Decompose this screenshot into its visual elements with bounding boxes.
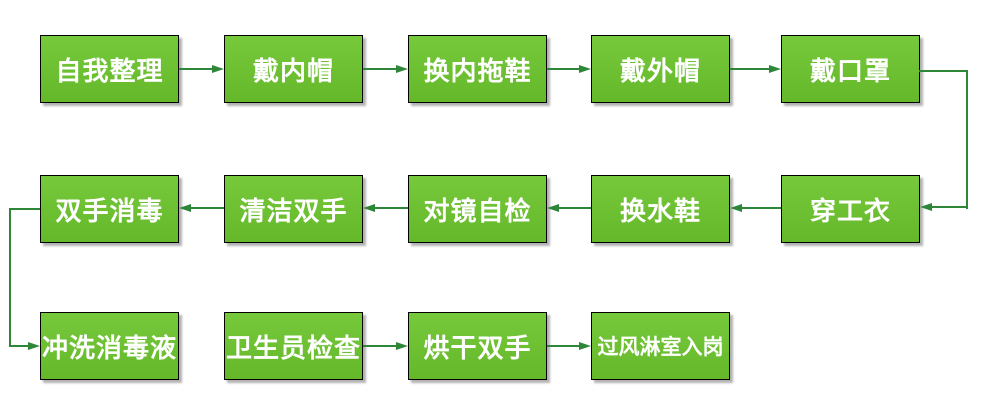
arrow-self-tidy-to-wear-inner-cap	[179, 63, 224, 75]
node-wear-mask: 戴口罩	[781, 35, 920, 103]
node-air-shower-entry: 过风淋室入岗	[591, 312, 730, 380]
node-change-water-shoes: 换水鞋	[591, 175, 730, 243]
node-hygienist-inspection: 卫生员检查	[224, 312, 363, 380]
node-mirror-self-check: 对镜自检	[408, 175, 547, 243]
arrowhead-right-icon	[769, 65, 781, 73]
arrow-mirror-self-check-to-clean-hands	[363, 202, 408, 214]
arrow-hygienist-inspection-to-dry-hands	[363, 340, 408, 352]
connector-wear-mask-vertical-segment	[966, 70, 968, 209]
node-disinfect-hands: 双手消毒	[40, 175, 179, 243]
arrowhead-left-icon	[179, 204, 191, 212]
arrow-wear-mask-to-wear-work-clothes	[920, 201, 966, 213]
node-clean-hands: 清洁双手	[224, 175, 363, 243]
arrowhead-right-icon	[579, 342, 591, 350]
arrow-wear-work-clothes-to-change-water-shoes	[730, 202, 781, 214]
arrowhead-right-icon	[396, 65, 408, 73]
arrow-wear-inner-cap-to-change-inner-slippers	[363, 63, 408, 75]
arrowhead-right-icon	[579, 65, 591, 73]
arrowhead-left-icon	[547, 204, 559, 212]
arrowhead-left-icon	[730, 204, 742, 212]
node-rinse-disinfectant: 冲洗消毒液	[40, 312, 179, 380]
arrow-change-inner-slippers-to-wear-outer-cap	[547, 63, 591, 75]
connector-disinfect-hands-vertical-segment	[9, 208, 11, 347]
arrowhead-right-icon	[212, 65, 224, 73]
connector-wear-mask-horizontal-segment	[919, 70, 968, 72]
node-wear-outer-cap: 戴外帽	[591, 35, 730, 103]
arrowhead-right-icon	[396, 342, 408, 350]
node-self-tidy: 自我整理	[40, 35, 179, 103]
node-change-inner-slippers: 换内拖鞋	[408, 35, 547, 103]
arrowhead-left-icon	[363, 204, 375, 212]
arrow-change-water-shoes-to-mirror-self-check	[547, 202, 591, 214]
node-wear-inner-cap: 戴内帽	[224, 35, 363, 103]
arrow-wear-outer-cap-to-wear-mask	[730, 63, 781, 75]
node-wear-work-clothes: 穿工衣	[781, 175, 920, 243]
arrow-clean-hands-to-disinfect-hands	[179, 202, 224, 214]
arrowhead-right-icon	[28, 342, 40, 350]
arrowhead-left-icon	[920, 203, 932, 211]
arrow-dry-hands-to-air-shower-entry	[547, 340, 591, 352]
arrow-disinfect-hands-to-rinse-disinfectant	[9, 340, 40, 352]
node-dry-hands: 烘干双手	[408, 312, 547, 380]
connector-disinfect-hands-horizontal-segment	[9, 208, 40, 210]
